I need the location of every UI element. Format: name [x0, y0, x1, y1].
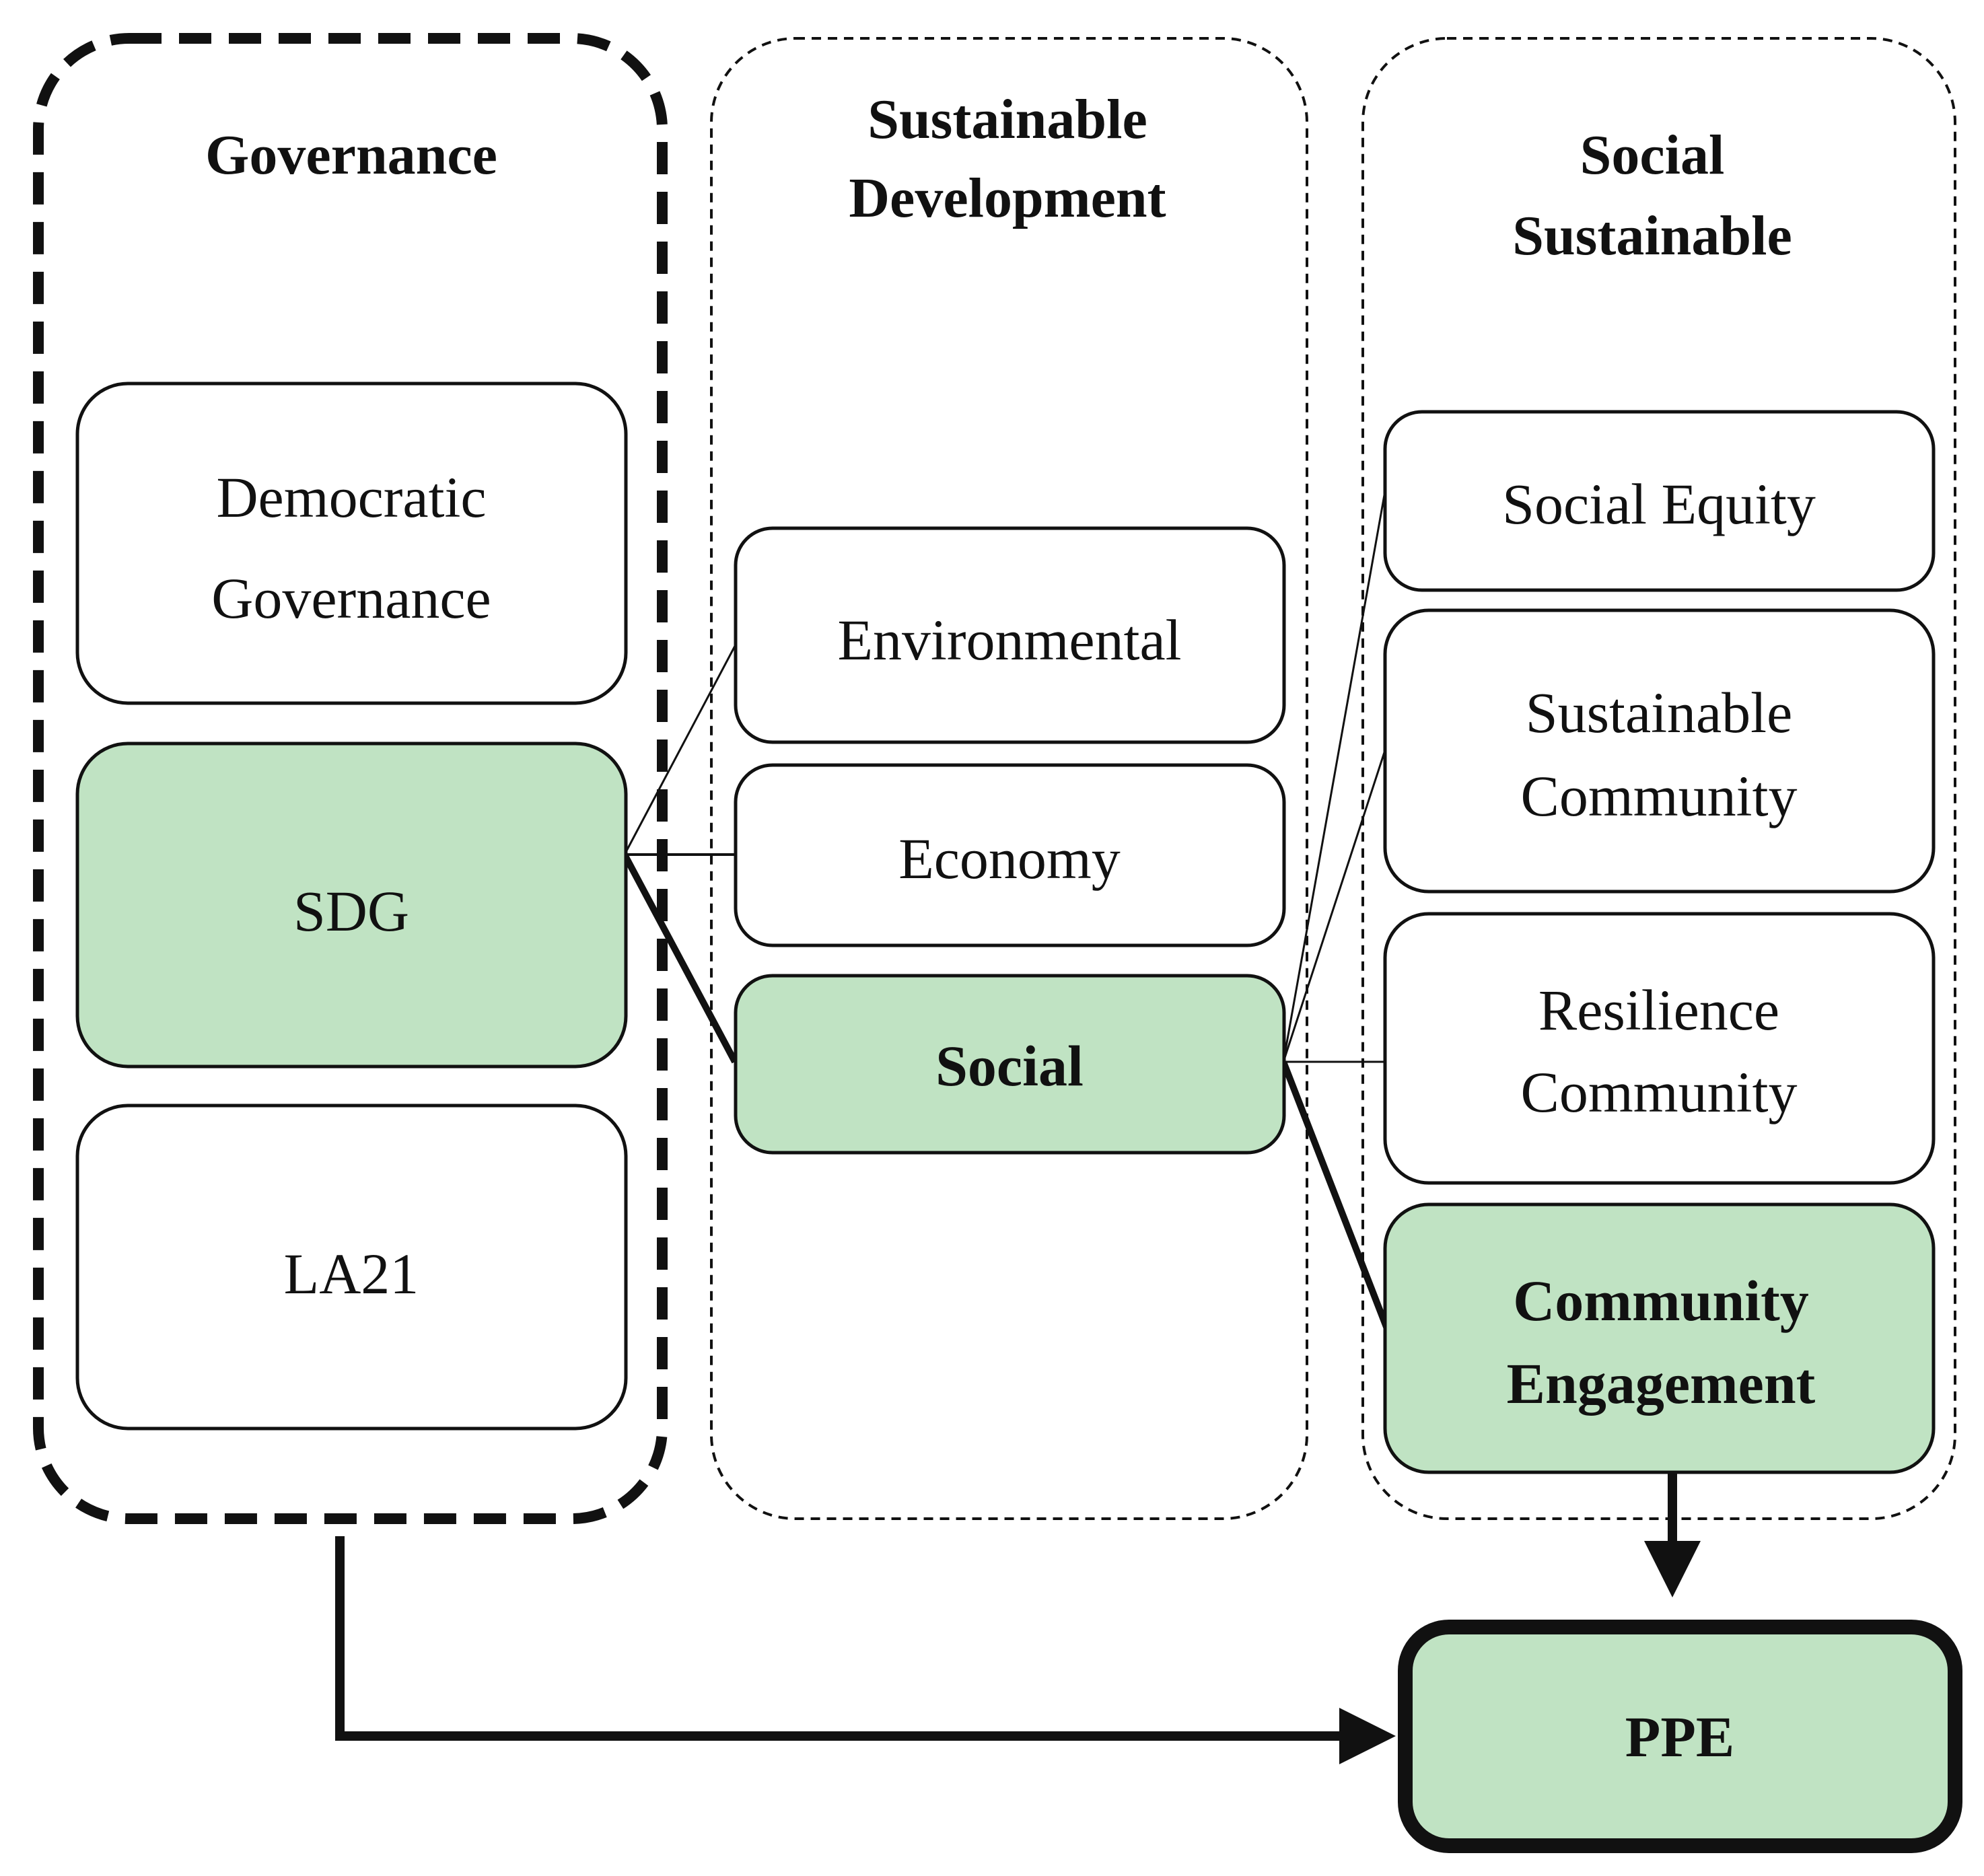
sdg-to-social-connector: [621, 853, 738, 1064]
resilience-community-box: [1383, 912, 1936, 1185]
resilience-community-label-line1: Resilience: [1538, 978, 1779, 1042]
social-sustainable-heading-line1: Social: [1580, 124, 1725, 186]
social-sustainable-heading-line2: Sustainable: [1512, 205, 1792, 267]
resilience-community-label-line2: Community: [1521, 1060, 1798, 1124]
environmental-box: [734, 526, 1286, 744]
sdg-label: SDG: [293, 879, 409, 943]
sdg-to-environmental-connector: [623, 645, 736, 855]
governance-to-ppe-arrow: [335, 1536, 1396, 1764]
social-box: [734, 974, 1286, 1155]
la21-box: [75, 1104, 628, 1431]
governance-column-frame: [33, 33, 668, 1524]
sustainable-development-heading-line1: Sustainable: [867, 88, 1147, 151]
la21-label: LA21: [284, 1241, 419, 1306]
ppe-box: [1398, 1620, 1962, 1853]
sustainable-community-box: [1383, 608, 1936, 894]
governance-heading: Governance: [205, 124, 497, 186]
social-label: Social: [935, 1034, 1084, 1098]
sustainable-community-label-line2: Community: [1521, 764, 1798, 828]
economy-label: Economy: [898, 826, 1121, 891]
community-engagement-label-line2: Engagement: [1507, 1351, 1816, 1416]
social-equity-box: [1383, 410, 1936, 592]
democratic-governance-label-line2: Governance: [211, 566, 491, 630]
ppe-label: PPE: [1625, 1704, 1734, 1769]
environmental-label: Environmental: [837, 608, 1181, 672]
social-to-community-engagement-connector: [1280, 1060, 1393, 1337]
sdg-box: [75, 742, 628, 1069]
social-to-social-equity-connector: [1282, 491, 1386, 1062]
sustainable-development-column-frame: [710, 37, 1308, 1520]
sustainable-community-label-line1: Sustainable: [1526, 680, 1793, 745]
democratic-governance-label-line1: Democratic: [216, 465, 486, 530]
social-to-sustainable-community-connector: [1282, 750, 1386, 1062]
economy-box: [734, 763, 1286, 947]
sustainable-development-heading-line2: Development: [849, 167, 1166, 229]
social-equity-label: Social Equity: [1502, 472, 1816, 536]
democratic-governance-box: [75, 382, 628, 705]
community-engagement-label-line1: Community: [1513, 1268, 1809, 1333]
community-engagement-box: [1383, 1202, 1936, 1474]
social-sustainable-column-frame: [1361, 37, 1956, 1520]
